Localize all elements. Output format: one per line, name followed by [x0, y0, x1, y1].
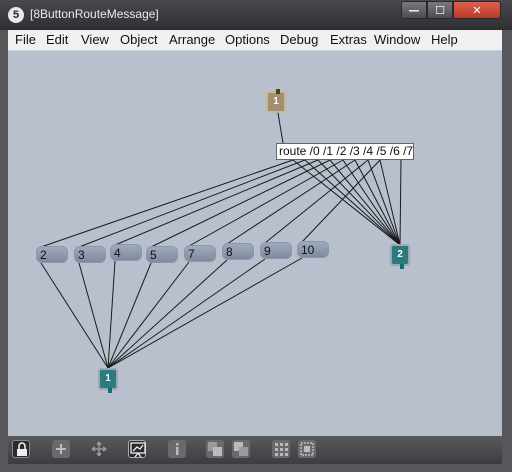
patch-cord [188, 159, 344, 247]
window-title: [8ButtonRouteMessage] [30, 7, 159, 21]
patch-cord [329, 159, 401, 246]
message-button[interactable]: 4 [110, 244, 142, 261]
patch-cord [367, 159, 401, 246]
message-button[interactable]: 7 [184, 245, 216, 262]
patch-cord [107, 259, 228, 369]
patch-cord [301, 159, 381, 243]
menu-view[interactable]: View [81, 32, 109, 47]
patch-cord [264, 159, 369, 244]
patch-cord [150, 159, 331, 248]
bottom-toolbar [8, 436, 502, 464]
copy-icon[interactable] [206, 440, 224, 458]
patch-cord [317, 159, 401, 246]
snap-icon[interactable] [298, 440, 316, 458]
patch-cord [354, 159, 401, 246]
route-object[interactable]: route /0 /1 /2 /3 /4 /5 /6 /7 [276, 143, 414, 160]
patch-cord [107, 260, 116, 369]
patch-cord [107, 262, 152, 369]
patch-cord [114, 159, 319, 246]
patch-cord [342, 159, 401, 246]
patch-cord [78, 159, 306, 248]
patch-cord [107, 257, 303, 369]
message-button[interactable]: 9 [260, 242, 292, 259]
maximize-button[interactable]: ☐ [427, 1, 453, 19]
patcher-canvas[interactable]: 1 route /0 /1 /2 /3 /4 /5 /6 /7 2 3 4 5 … [8, 51, 502, 436]
patch-cords [40, 112, 402, 369]
patch-cord [40, 159, 294, 248]
menu-object[interactable]: Object [120, 32, 158, 47]
message-button[interactable]: 5 [146, 246, 178, 263]
button-label: 9 [264, 244, 271, 258]
outlet-object-left[interactable]: 1 [98, 368, 118, 393]
menu-window[interactable]: Window [374, 32, 421, 47]
inlet-number: 1 [273, 96, 279, 107]
patch-cord [399, 159, 402, 246]
menu-arrange[interactable]: Arrange [169, 32, 216, 47]
move-icon[interactable] [90, 440, 108, 458]
outlet-number: 1 [105, 373, 111, 384]
patch-cord [40, 262, 109, 369]
outlet-number: 2 [397, 249, 403, 260]
button-label: 4 [114, 246, 121, 260]
presentation-icon[interactable] [128, 440, 146, 458]
button-label: 10 [301, 243, 315, 257]
button-label: 3 [78, 248, 85, 262]
outlet-object-right[interactable]: 2 [390, 244, 410, 269]
button-label: 2 [40, 248, 47, 262]
add-icon[interactable] [52, 440, 70, 458]
patch-cord [277, 112, 284, 144]
inlet-object[interactable]: 1 [266, 89, 286, 113]
message-button[interactable]: 8 [222, 243, 254, 260]
menu-edit[interactable]: Edit [46, 32, 69, 47]
patch-cord [107, 258, 266, 369]
paste-icon[interactable] [232, 440, 250, 458]
menu-file[interactable]: File [15, 32, 36, 47]
patch-cord [226, 159, 356, 245]
menu-bar: File Edit View Object Arrange Options De… [8, 30, 502, 51]
menu-debug[interactable]: Debug [280, 32, 319, 47]
message-button[interactable]: 2 [36, 246, 68, 263]
menu-extras[interactable]: Extras [330, 32, 367, 47]
menu-help[interactable]: Help [431, 32, 458, 47]
patch-cord [292, 159, 401, 246]
minimize-button[interactable]: — [401, 1, 427, 19]
patch-cord [304, 159, 401, 246]
button-label: 7 [188, 247, 195, 261]
menu-options[interactable]: Options [225, 32, 270, 47]
message-button[interactable]: 3 [74, 246, 106, 263]
button-label: 8 [226, 245, 233, 259]
patch-cord [379, 159, 401, 246]
lock-icon[interactable] [12, 440, 30, 458]
message-button[interactable]: 10 [297, 241, 329, 258]
info-icon[interactable] [168, 440, 186, 458]
patch-cord [78, 262, 109, 369]
button-label: 5 [150, 248, 157, 262]
close-button[interactable]: ✕ [453, 1, 501, 19]
title-bar[interactable]: 5 [8ButtonRouteMessage] — ☐ ✕ [0, 0, 512, 30]
grid-icon[interactable] [272, 440, 290, 458]
patch-cord [107, 261, 190, 369]
app-icon: 5 [8, 7, 24, 23]
